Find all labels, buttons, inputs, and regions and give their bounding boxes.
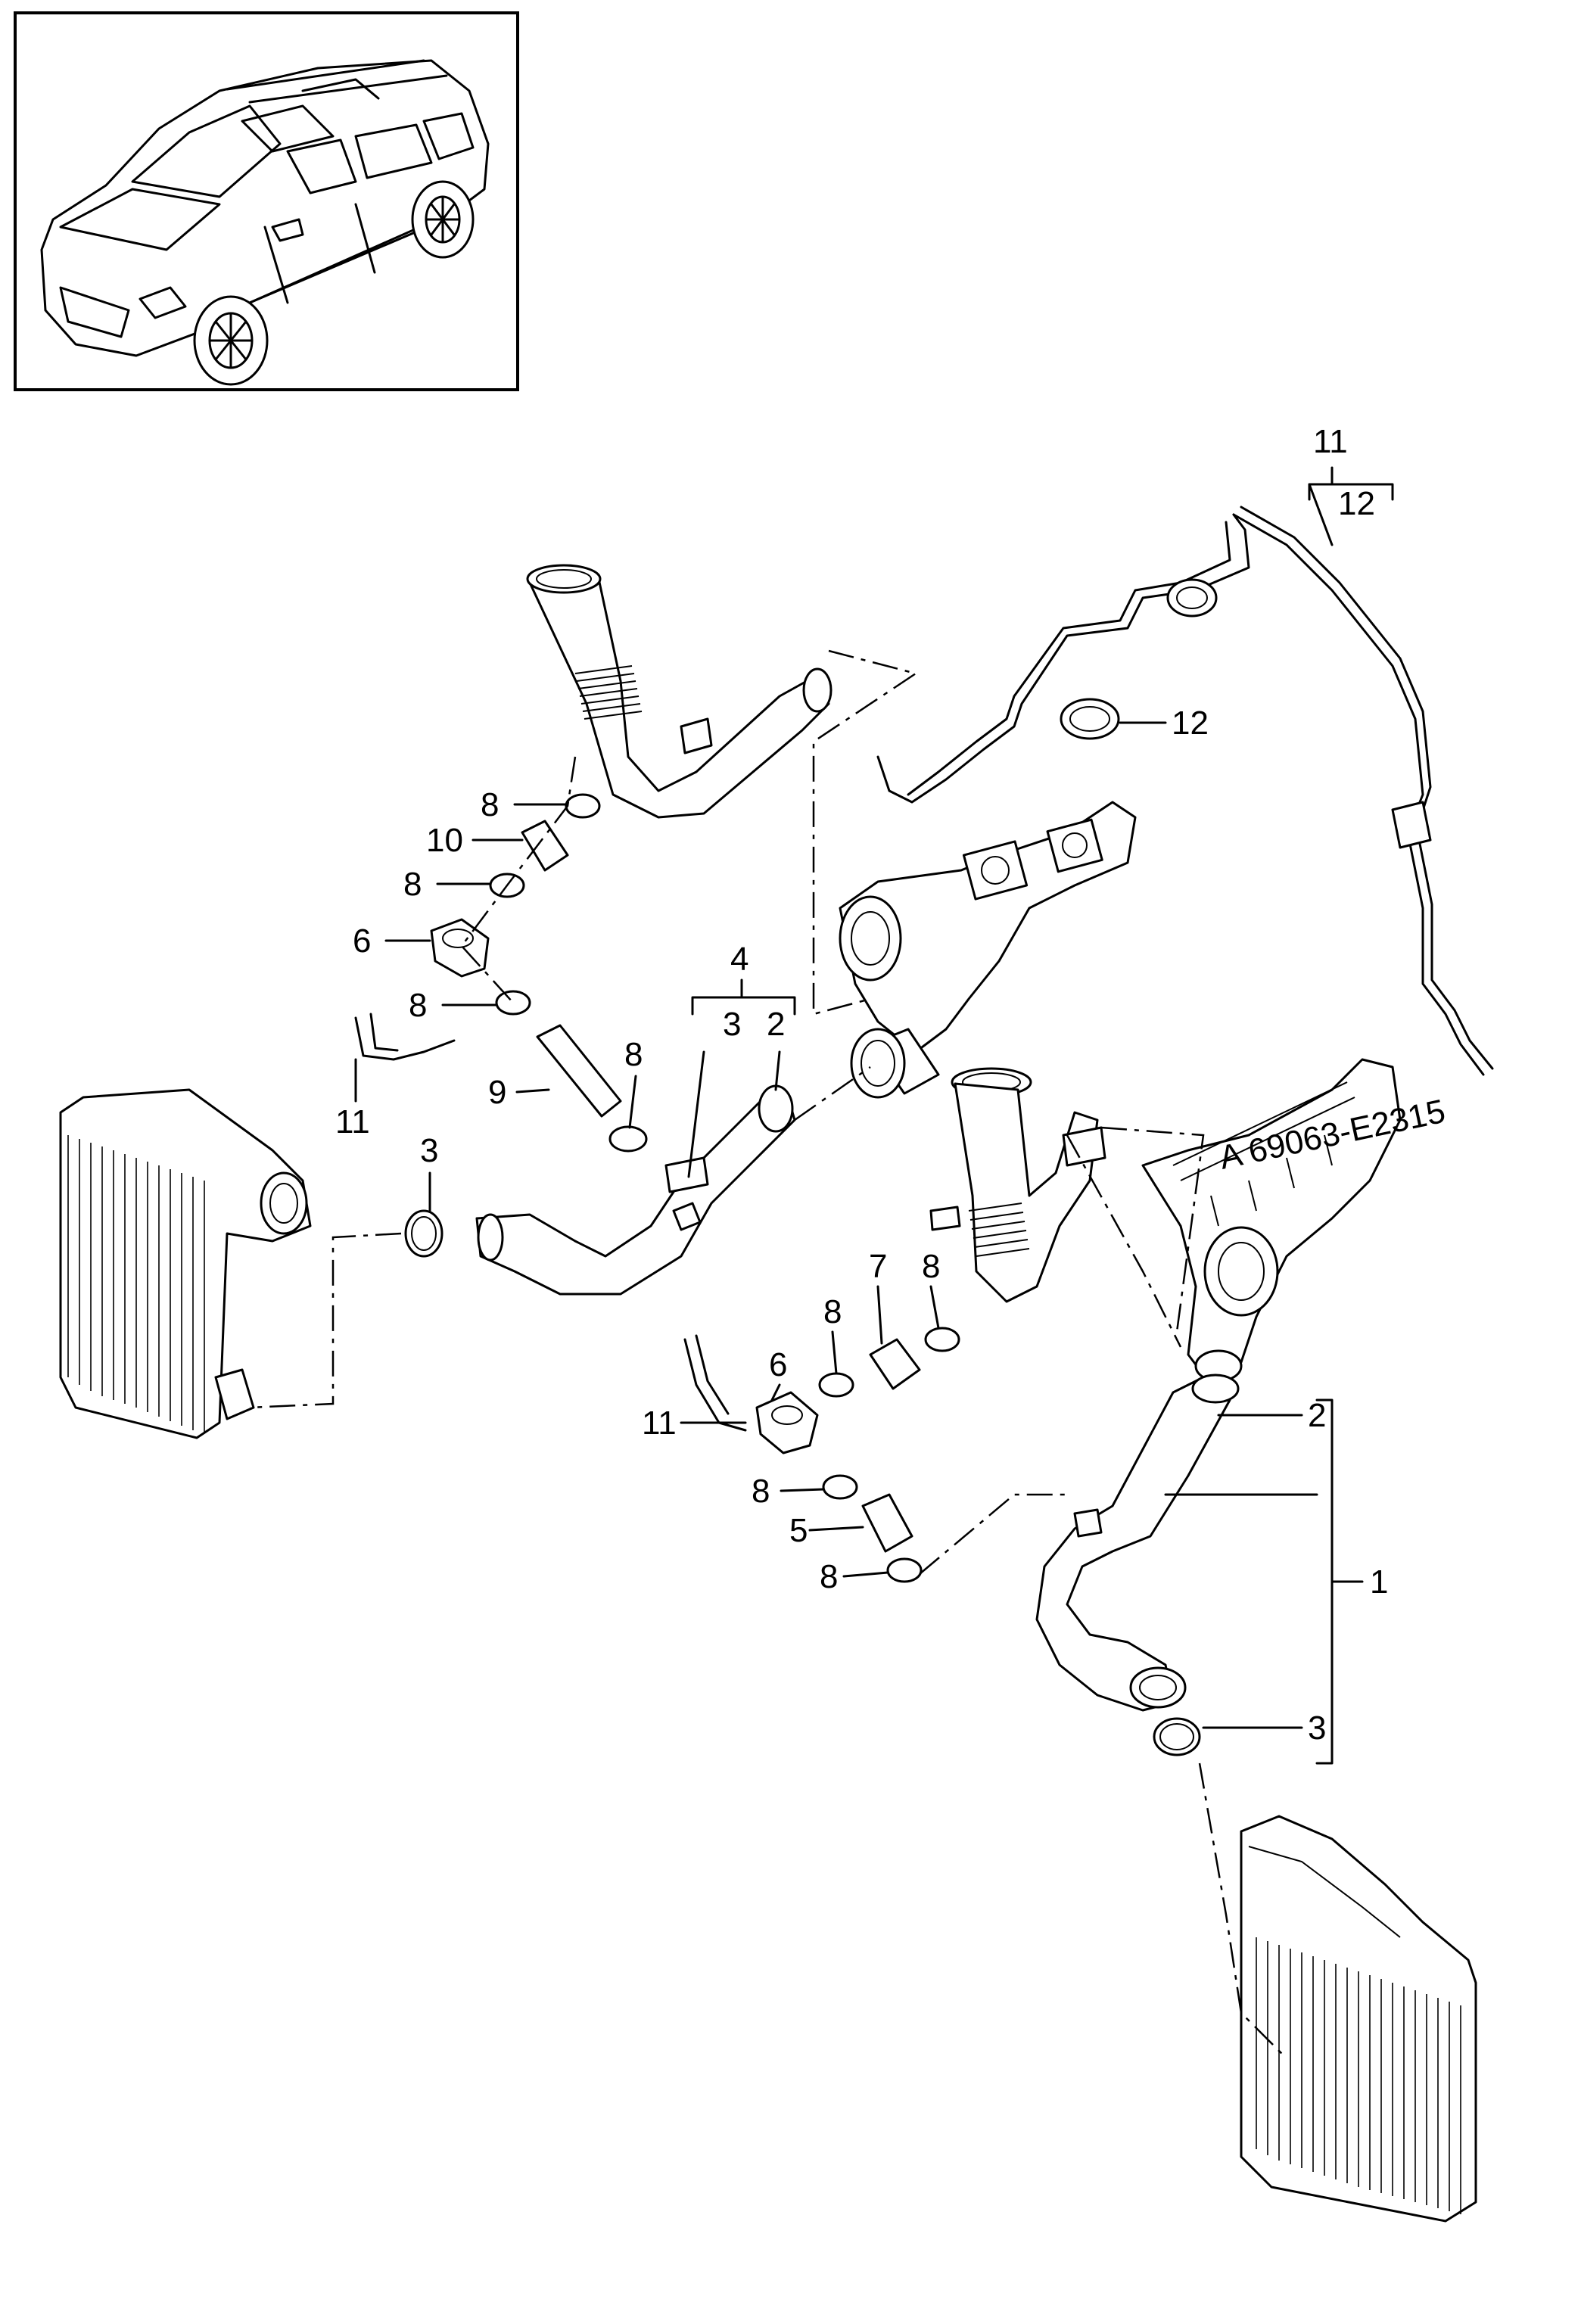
callout-4: 4	[730, 941, 748, 978]
bracket-line	[876, 506, 1494, 1076]
callout-9: 9	[488, 1074, 506, 1111]
callout-12-clip: 12	[1172, 705, 1209, 742]
callout-8-d: 8	[624, 1036, 643, 1073]
callout-3-bracket: 3	[723, 1006, 741, 1043]
hose-assembly-1	[1035, 1374, 1240, 1712]
callout-8-f: 8	[823, 1293, 842, 1330]
clamp-8g	[822, 1474, 858, 1500]
callout-2-lower: 2	[1308, 1397, 1326, 1434]
callout-8-b: 8	[403, 866, 422, 903]
callout-8-c: 8	[409, 987, 427, 1024]
line-11a	[354, 1016, 456, 1061]
leader-lines	[354, 466, 1394, 1765]
charge-air-pipe-upper	[526, 564, 833, 819]
clamp-8e	[924, 1327, 960, 1352]
clamp-8f	[818, 1372, 854, 1398]
callout-6-upper: 6	[353, 922, 371, 960]
clamp-8d	[608, 1125, 648, 1153]
clamp-8c	[495, 990, 531, 1016]
turbocharger-upper	[839, 801, 1137, 1099]
callout-8-h: 8	[820, 1558, 838, 1595]
clip-12	[1060, 698, 1120, 740]
hose-7	[869, 1338, 921, 1390]
suv-illustration	[40, 59, 490, 386]
callout-8-g: 8	[752, 1473, 770, 1510]
intercooler-right	[1240, 1815, 1477, 2223]
vehicle-thumbnail	[14, 11, 519, 391]
callout-11-upper: 11	[335, 1103, 370, 1140]
charge-air-pipe-lower	[929, 1067, 1106, 1303]
hose-5	[861, 1493, 913, 1553]
connection-lines	[249, 649, 1287, 2059]
clamp-8h	[886, 1557, 923, 1583]
callout-7: 7	[869, 1248, 887, 1285]
hose-10	[521, 820, 569, 872]
callout-8-e: 8	[922, 1248, 940, 1285]
callout-10: 10	[426, 822, 463, 859]
clamp-8a	[565, 793, 601, 819]
callout-12-top: 12	[1338, 485, 1375, 522]
line-11b	[683, 1338, 747, 1432]
clip-upper	[1166, 578, 1218, 618]
callout-11-top: 11	[1313, 423, 1348, 460]
small-parts-upper	[354, 793, 648, 1153]
intercooler-left	[59, 1088, 312, 1439]
callout-5: 5	[789, 1512, 808, 1549]
hose-9	[536, 1024, 622, 1118]
callout-1: 1	[1370, 1563, 1388, 1601]
callout-3-lower: 3	[1308, 1710, 1326, 1747]
valve-6b	[755, 1391, 819, 1454]
callout-3-left: 3	[420, 1132, 438, 1169]
callout-6-lower: 6	[769, 1346, 787, 1383]
callout-2-upper: 2	[767, 1006, 785, 1043]
callout-11-lower: 11	[642, 1405, 677, 1442]
small-parts-lower	[683, 1327, 1201, 1756]
hose-assembly-4	[475, 1084, 796, 1296]
callout-8-a: 8	[481, 786, 499, 823]
turbocharger-lower: A 69063-E2315	[1141, 1058, 1449, 1386]
callout-labels: 11 12 12 8 10 8 6 8 9 8 11 4 3 2 3 8 7 8…	[335, 423, 1388, 1747]
